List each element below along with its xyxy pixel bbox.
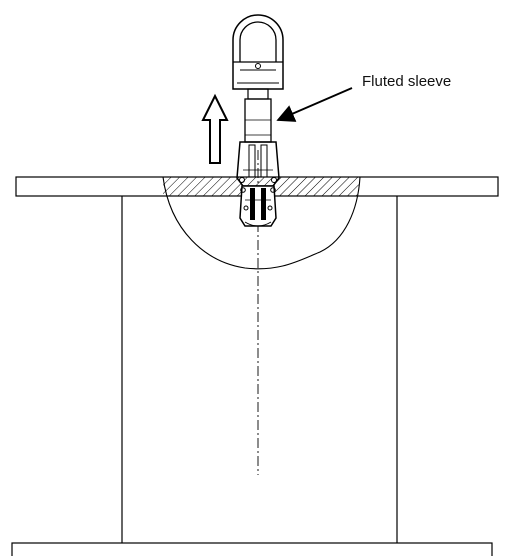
anchor-foot	[239, 185, 277, 227]
fluted-sleeve-label: Fluted sleeve	[362, 73, 451, 90]
lift-direction-arrow-icon	[201, 93, 229, 164]
ring-neck	[247, 88, 269, 100]
lifting-ring	[232, 14, 284, 90]
leader-arrow-icon	[276, 87, 353, 122]
pullout-cone-outline	[162, 176, 361, 270]
fluted-sleeve	[244, 98, 272, 143]
base-slab	[11, 542, 493, 556]
